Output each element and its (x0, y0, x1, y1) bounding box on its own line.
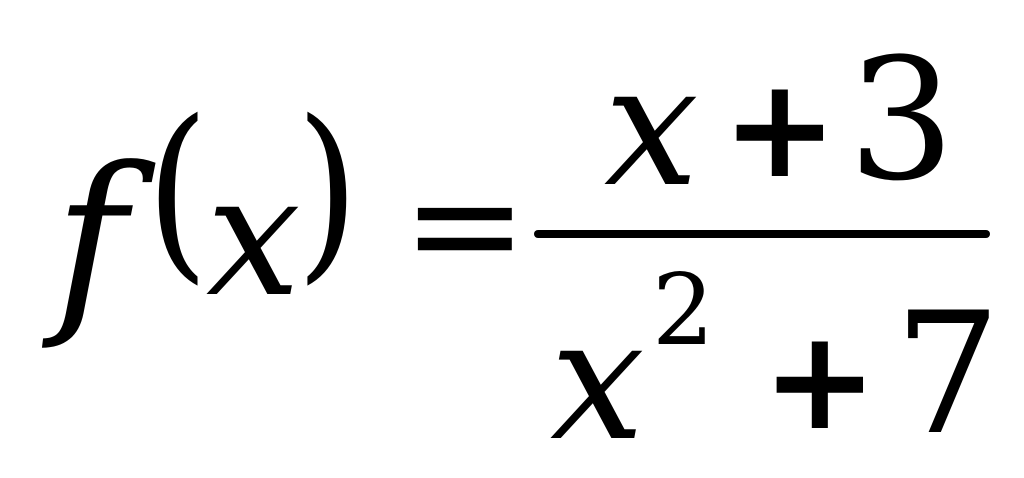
fraction-bar (534, 230, 990, 238)
close-parenthesis: ) (296, 80, 360, 301)
formula-equation: f ( x ) = x + 3 x 2 + 7 (54, 22, 1001, 464)
denominator-variable: x (550, 282, 645, 478)
numerator-plus-sign: + (722, 48, 838, 209)
function-name: f (54, 126, 127, 354)
numerator-variable: x (604, 28, 699, 224)
denominator-exponent: 2 (652, 254, 715, 368)
denominator-constant: 7 (894, 276, 1001, 472)
numerator-constant: 3 (848, 22, 955, 218)
argument-variable: x (206, 138, 301, 334)
equals-sign: = (402, 138, 528, 312)
open-parenthesis: ( (146, 80, 210, 301)
denominator-plus-sign: + (762, 300, 878, 461)
